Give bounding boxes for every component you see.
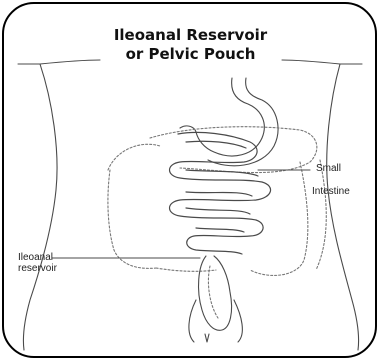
- colon-right: [316, 160, 326, 270]
- reservoir-label-2: reservoir: [18, 263, 57, 274]
- title-line-2: or Pelvic Pouch: [0, 45, 381, 63]
- reservoir-label: Ileoanal: [18, 252, 53, 263]
- torso-outline-right: [327, 64, 362, 350]
- reservoir-pouch: [189, 256, 242, 342]
- torso-outline-left: [18, 64, 57, 350]
- anus-mark: [205, 334, 209, 342]
- title-line-1: Ileoanal Reservoir: [0, 26, 381, 44]
- small-intestine: [170, 132, 271, 254]
- small-intestine-label: Small: [316, 163, 341, 174]
- small-intestine-label-2: Intestine: [312, 186, 350, 197]
- stomach: [196, 78, 278, 166]
